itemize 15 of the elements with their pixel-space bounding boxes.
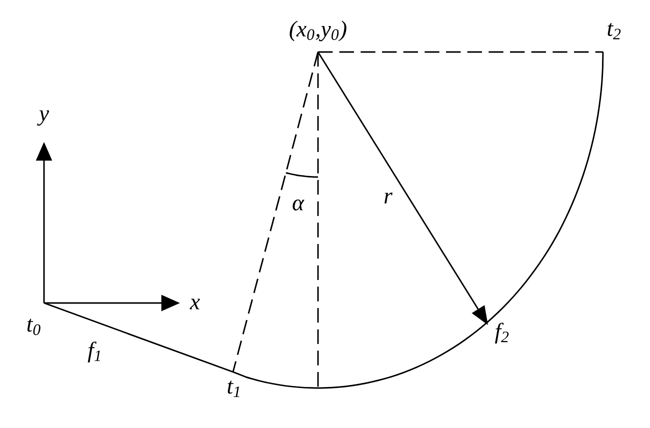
point-label: f$_{2}$ (494, 322, 509, 344)
edge-label: r (382, 191, 394, 205)
point-label: (x$_{0}$,y$_{0}$) (290, 20, 346, 42)
point-label: t$_{2}$ (608, 23, 621, 40)
dashed-line (317, 52, 319, 388)
point-label: t$_{1}$ (228, 380, 240, 397)
edge-label: f$_{1}$ (86, 340, 104, 364)
point-label: t$_{0}$ (27, 318, 40, 336)
dashed-line (232, 52, 319, 372)
dashed-line (318, 51, 603, 53)
line (44, 302, 234, 373)
axis-label: y (37, 110, 50, 126)
curve (232, 52, 604, 389)
angle-label: α (292, 200, 304, 210)
axis-label: x (190, 298, 200, 310)
